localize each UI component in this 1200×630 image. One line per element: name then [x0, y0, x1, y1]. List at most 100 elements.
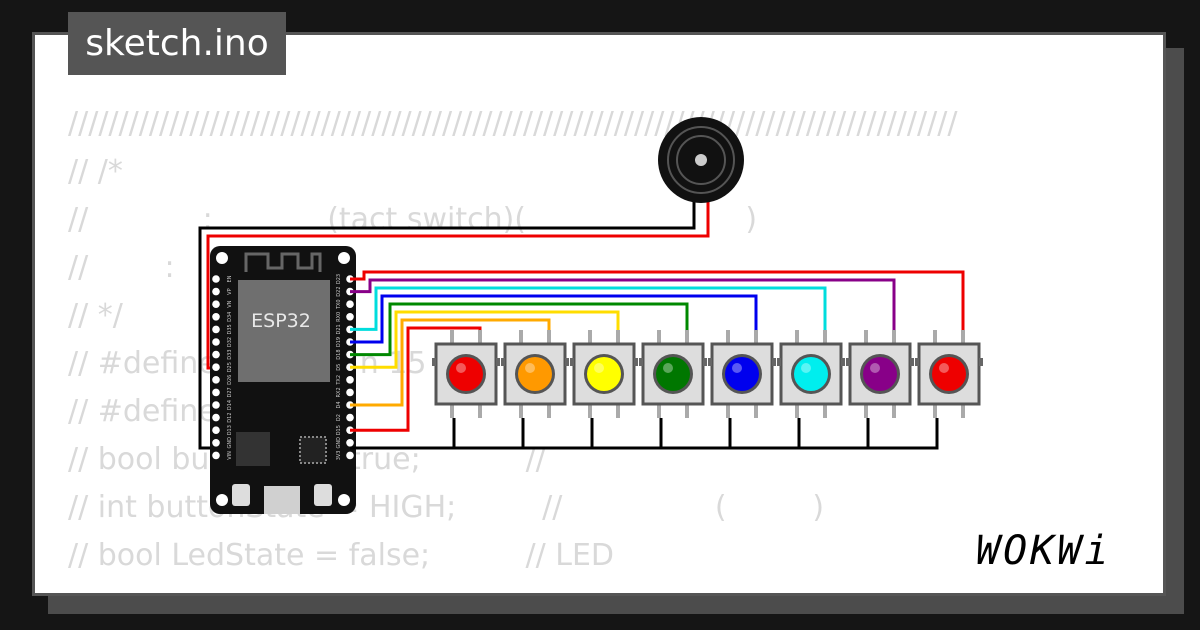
usb-port [264, 486, 300, 514]
button-lead [892, 330, 896, 346]
button-tab [772, 358, 776, 366]
button-tab [708, 358, 712, 366]
pin-left-gnd[interactable] [212, 439, 220, 447]
pin-right-d2[interactable] [346, 413, 354, 422]
pin-label: D21 [336, 324, 342, 334]
pin-left-d26[interactable] [212, 376, 220, 384]
button-lead [961, 402, 965, 418]
pin-left-d27[interactable] [212, 388, 220, 397]
pin-left-vin[interactable] [212, 451, 220, 460]
button-lead [519, 330, 523, 346]
pin-label: D14 [227, 400, 233, 410]
pin-label: VP [227, 288, 233, 294]
push-button-7[interactable] [846, 330, 914, 418]
mount-hole [338, 252, 350, 264]
mount-hole [338, 494, 350, 506]
button-tab [634, 358, 638, 366]
button-cap-highlight [594, 363, 604, 373]
push-button-2[interactable] [501, 330, 569, 418]
button-tab [432, 358, 436, 366]
button-lead [961, 330, 965, 346]
pin-left-d12[interactable] [212, 413, 220, 422]
button-cap[interactable] [725, 357, 759, 391]
wire-button-1 [350, 326, 482, 432]
code-line: // bool LedState = false; // LED [68, 538, 615, 573]
esp32-board[interactable]: ESP32 ENVPVND34D35D32D33D25D26D27D14D12D… [210, 246, 356, 514]
button-cap-highlight [456, 363, 466, 373]
push-button-6[interactable] [777, 330, 845, 418]
button-lead [450, 330, 454, 346]
pin-right-tx0[interactable] [346, 300, 354, 309]
button-tab [979, 358, 983, 366]
pin-label: D33 [227, 349, 233, 359]
button-lead [892, 402, 896, 418]
button-cap[interactable] [794, 357, 828, 391]
buzzer[interactable] [658, 117, 744, 203]
pin-label: D34 [227, 312, 233, 322]
pin-left-d32[interactable] [212, 338, 220, 346]
pin-label: D32 [227, 337, 233, 347]
button-lead [588, 330, 592, 346]
button-cap-highlight [525, 363, 535, 373]
button-cap[interactable] [449, 357, 483, 391]
button-cap-highlight [870, 363, 880, 373]
buzzer-ring [676, 135, 726, 185]
boot-button[interactable] [232, 484, 250, 506]
button-tab [496, 358, 500, 366]
push-button-4[interactable] [639, 330, 707, 418]
pin-left-d35[interactable] [212, 325, 220, 334]
button-cap[interactable] [587, 357, 621, 391]
button-tab [501, 358, 505, 366]
pin-left-d25[interactable] [212, 363, 220, 372]
pin-left-d34[interactable] [212, 313, 220, 321]
button-tab [846, 358, 850, 366]
button-lead [754, 330, 758, 346]
pin-left-vp[interactable] [212, 287, 220, 296]
pin-left-d13[interactable] [212, 426, 220, 435]
wire-button-5 [350, 294, 758, 344]
pin-label: TX0 [336, 299, 342, 310]
pin-label: D18 [336, 349, 342, 359]
code-line: // : [68, 250, 175, 285]
pin-right-gnd[interactable] [346, 439, 354, 447]
pin-headers: ENVPVND34D35D32D33D25D26D27D14D12D13GNDV… [212, 274, 354, 460]
button-lead [823, 402, 827, 418]
wokwi-logo[interactable]: WOKWi [976, 528, 1112, 574]
push-buttons [432, 330, 983, 418]
button-lead [657, 402, 661, 418]
pin-label: D25 [227, 362, 233, 372]
code-line: // : (tact switch)( ) [68, 202, 758, 237]
push-button-1[interactable] [432, 330, 500, 418]
pin-left-vn[interactable] [212, 300, 220, 309]
button-tab [910, 358, 914, 366]
pin-right-rx0[interactable] [346, 313, 354, 321]
button-lead [933, 402, 937, 418]
button-cap[interactable] [863, 357, 897, 391]
pin-right-3v3[interactable] [346, 451, 354, 460]
pin-left-d14[interactable] [212, 401, 220, 409]
pin-left-d33[interactable] [212, 350, 220, 359]
push-button-3[interactable] [570, 330, 638, 418]
pin-label: D2 [336, 414, 342, 421]
reset-button[interactable] [314, 484, 332, 506]
pin-left-en[interactable] [212, 275, 220, 283]
wire-button-6 [350, 286, 827, 331]
pin-label: RX2 [336, 387, 342, 397]
button-cap[interactable] [518, 357, 552, 391]
pin-label: D23 [336, 274, 342, 284]
push-button-8[interactable] [915, 330, 983, 418]
button-lead [547, 402, 551, 418]
pin-label: D27 [227, 387, 233, 397]
pin-label: VIN [227, 451, 233, 460]
push-button-5[interactable] [708, 330, 776, 418]
pin-label: VN [227, 300, 233, 307]
ground-wire [350, 418, 939, 450]
button-cap[interactable] [656, 357, 690, 391]
button-cap[interactable] [932, 357, 966, 391]
pin-right-tx2[interactable] [346, 376, 354, 384]
pin-right-rx2[interactable] [346, 388, 354, 397]
code-line: // #define [68, 394, 217, 429]
button-lead [754, 402, 758, 418]
file-tab-sketch[interactable]: sketch.ino [68, 12, 286, 75]
